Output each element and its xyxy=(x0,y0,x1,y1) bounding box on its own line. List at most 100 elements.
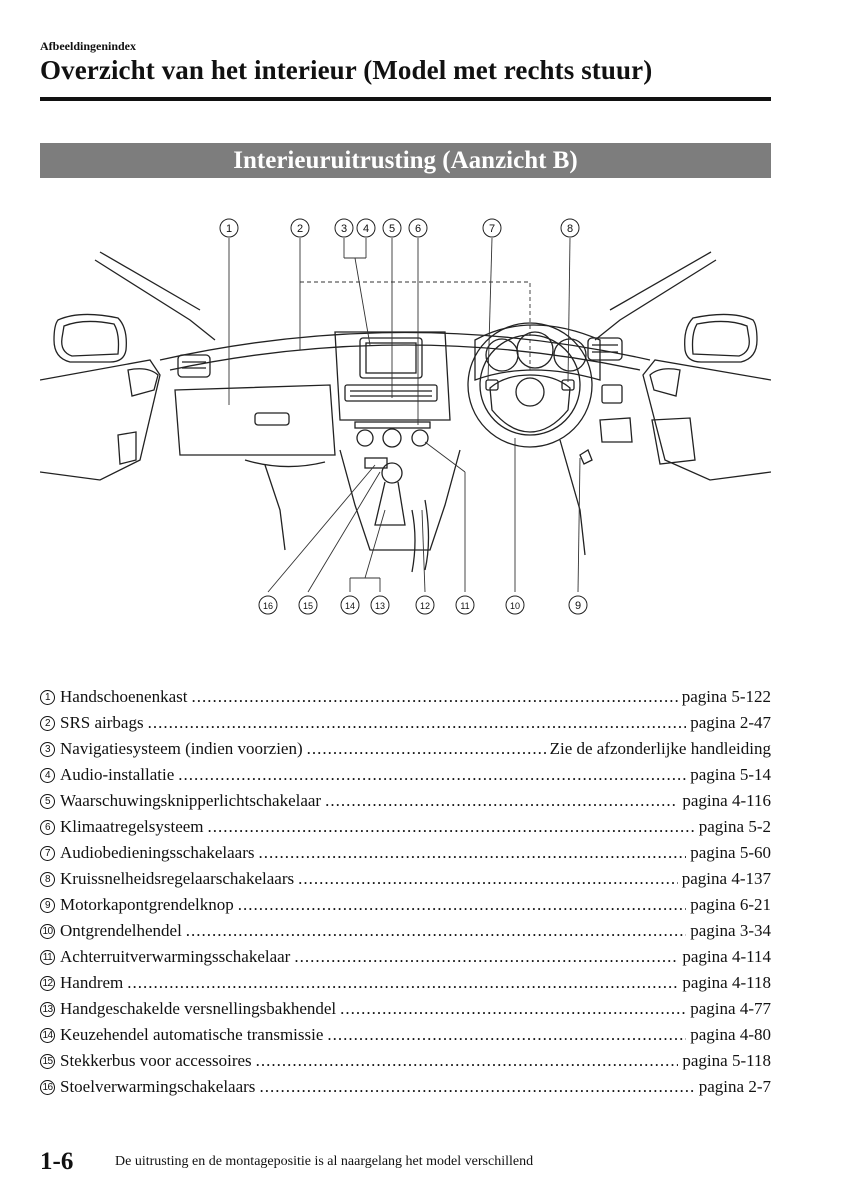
callout-circle xyxy=(415,595,435,615)
callout-circle xyxy=(258,595,278,615)
dot-leader xyxy=(178,765,686,785)
index-row: 11 Achterruitverwarmingsschakelaar pagina … xyxy=(40,944,771,970)
callout-number: 8 xyxy=(567,223,573,235)
page-title: Overzicht van het interieur (Model met r… xyxy=(40,55,653,85)
callout-number: 4 xyxy=(363,223,369,235)
callout-number: 12 xyxy=(420,601,430,611)
callout-circle xyxy=(408,218,428,238)
callout-circle xyxy=(334,218,354,238)
page-reference: pagina 4-77 xyxy=(690,999,771,1018)
callout-number: 13 xyxy=(375,601,385,611)
callout-number: 7 xyxy=(40,845,55,861)
callout-number: 1 xyxy=(226,223,232,235)
component-label: Handgeschakelde versnellingsbakhendel xyxy=(60,999,337,1018)
callout-number: 16 xyxy=(40,1079,55,1095)
index-row: 13 Handgeschakelde versnellingsbakhendel p… xyxy=(40,996,771,1022)
callout-number: 2 xyxy=(40,715,55,731)
component-label: Motorkapontgrendelknop xyxy=(60,895,234,914)
page-reference: Zie de afzonderlijke handleiding xyxy=(549,739,771,758)
index-row: 16 Stoelverwarmingschakelaars pagina 2-7 xyxy=(40,1074,771,1100)
callout-number: 10 xyxy=(40,923,55,939)
page-reference: pagina 4-80 xyxy=(690,1025,771,1044)
callout-circle xyxy=(560,218,580,238)
callout-circle xyxy=(505,595,525,615)
callout-circle xyxy=(298,595,318,615)
callout-number: 14 xyxy=(345,601,355,611)
section-label: Afbeeldingenindex xyxy=(40,39,137,53)
callout-circle xyxy=(290,218,310,238)
callout-number: 9 xyxy=(40,897,55,913)
component-label: Ontgrendelhendel xyxy=(60,921,182,940)
dot-leader xyxy=(294,947,678,967)
callout-circle xyxy=(482,218,502,238)
dot-leader xyxy=(327,1025,686,1045)
dot-leader xyxy=(186,921,686,941)
component-label: Stoelverwarmingschakelaars xyxy=(60,1077,256,1096)
dot-leader xyxy=(325,791,678,811)
callout-circle xyxy=(356,218,376,238)
section-banner: Interieuruitrusting (Aanzicht B) xyxy=(40,143,771,178)
callout-number: 5 xyxy=(389,223,395,235)
component-label: Audiobedieningsschakelaars xyxy=(60,843,255,862)
page-reference: pagina 6-21 xyxy=(690,895,771,914)
index-row: 1Handschoenenkastpagina 5-122 xyxy=(40,684,771,710)
title-divider xyxy=(40,97,771,101)
callout-number: 15 xyxy=(303,601,313,611)
component-label: Handschoenenkast xyxy=(60,687,188,706)
callout-number: 2 xyxy=(297,223,303,235)
index-row: 5Waarschuwingsknipperlichtschakelaarpagi… xyxy=(40,788,771,814)
dot-leader xyxy=(298,869,678,889)
component-label: Keuzehendel automatische transmissie xyxy=(60,1025,324,1044)
dot-leader xyxy=(191,687,677,707)
callout-number: 11 xyxy=(40,949,55,965)
dot-leader xyxy=(259,843,687,863)
callout-number: 3 xyxy=(40,741,55,757)
component-label: Audio-installatie xyxy=(60,765,175,784)
callout-number: 8 xyxy=(40,871,55,887)
callout-number: 6 xyxy=(415,223,421,235)
component-label: Waarschuwingsknipperlichtschakelaar xyxy=(60,791,322,810)
page-reference: pagina 5-2 xyxy=(698,817,771,836)
callout-circle xyxy=(568,595,588,615)
footer-note: De uitrusting en de montagepositie is al… xyxy=(115,1154,534,1169)
dot-leader xyxy=(256,1051,679,1071)
callout-number: 13 xyxy=(40,1001,55,1017)
page-reference: pagina 4-114 xyxy=(682,947,771,966)
component-label: Achterruitverwarmingsschakelaar xyxy=(60,947,291,966)
callout-number: 7 xyxy=(489,223,495,235)
callout-number: 5 xyxy=(40,793,55,809)
callout-circle xyxy=(370,595,390,615)
callout-number: 10 xyxy=(510,601,520,611)
dot-leader xyxy=(208,817,695,837)
dot-leader xyxy=(259,1077,694,1097)
dot-leader xyxy=(127,973,678,993)
callout-number: 6 xyxy=(40,819,55,835)
index-row: 6Klimaatregelsysteempagina 5-2 xyxy=(40,814,771,840)
dot-leader xyxy=(238,895,687,915)
page-reference: pagina 5-14 xyxy=(690,765,771,784)
callout-number: 9 xyxy=(575,600,581,612)
callout-circle xyxy=(455,595,475,615)
index-row: 9 Motorkapontgrendelknop pagina 6-21 xyxy=(40,892,771,918)
index-row: 8Kruissnelheidsregelaarschakelaarspagina… xyxy=(40,866,771,892)
page-reference: pagina 2-47 xyxy=(690,713,771,732)
page-reference: pagina 2-7 xyxy=(698,1077,771,1096)
page-reference: pagina 4-118 xyxy=(682,973,771,992)
index-row: 7Audiobedieningsschakelaarspagina 5-60 xyxy=(40,840,771,866)
callout-number: 15 xyxy=(40,1053,55,1069)
dot-leader xyxy=(307,739,546,759)
index-row: 4 Audio-installatie pagina 5-14 xyxy=(40,762,771,788)
page-reference: pagina 4-137 xyxy=(681,869,771,888)
dot-leader xyxy=(148,713,687,733)
callout-circle xyxy=(340,595,360,615)
callout-circle xyxy=(382,218,402,238)
index-row: 12Handrempagina 4-118 xyxy=(40,970,771,996)
callout-number: 4 xyxy=(40,767,55,783)
